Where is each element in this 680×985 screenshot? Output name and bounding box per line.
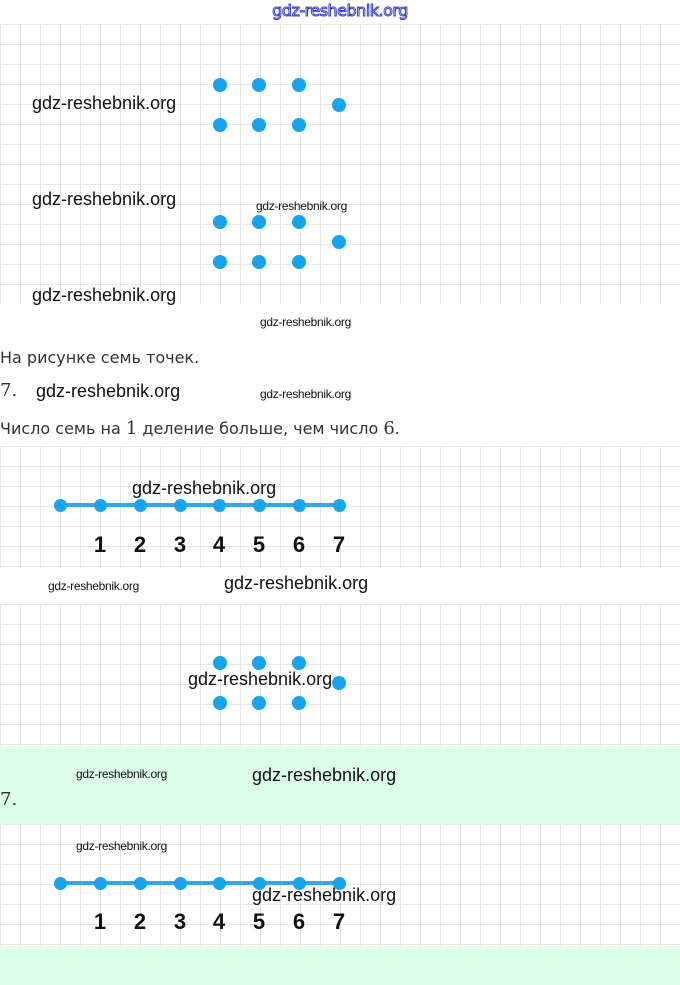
- watermark: gdz-reshebnik.org: [76, 839, 167, 853]
- dot: [292, 215, 306, 229]
- watermark: gdz-reshebnik.org: [252, 765, 397, 785]
- watermark: gdz-reshebnik.org: [132, 478, 277, 498]
- number-line-point: [93, 876, 107, 890]
- number-line-label: 4: [212, 909, 226, 934]
- grid-panel-dots: [0, 24, 680, 304]
- answer-panel: [0, 746, 680, 824]
- number-line-point: [292, 876, 306, 890]
- number-line-point: [332, 876, 346, 890]
- dot: [252, 656, 266, 670]
- watermark: gdz-reshebnik.org: [76, 767, 167, 781]
- dot: [213, 78, 227, 92]
- number-line-label: 3: [173, 532, 187, 557]
- explanation-prefix: Число семь на: [0, 419, 126, 438]
- number-line-label: 3: [173, 909, 187, 934]
- caption-text: На рисунке семь точек.: [0, 348, 200, 367]
- dot: [252, 118, 266, 132]
- number-line-label: 5: [252, 909, 266, 934]
- dot: [213, 118, 227, 132]
- number-line-label: 4: [212, 532, 226, 557]
- number-line-label: 1: [93, 532, 107, 557]
- explanation-suffix: .: [394, 419, 400, 438]
- dot: [213, 215, 227, 229]
- number-line-point: [133, 498, 147, 512]
- number-line-label: 2: [133, 532, 147, 557]
- dot: [252, 696, 266, 710]
- number-line-point: [173, 876, 187, 890]
- watermark: gdz-reshebnik.org: [32, 285, 177, 305]
- number-line-point: [212, 498, 226, 512]
- dot: [292, 656, 306, 670]
- answer-number: 7.: [0, 380, 18, 401]
- number-line-point: [133, 876, 147, 890]
- number-line-label: 5: [252, 532, 266, 557]
- number-line-label: 6: [292, 532, 306, 557]
- dot: [213, 656, 227, 670]
- number-line-point: [292, 498, 306, 512]
- dot: [252, 215, 266, 229]
- number-line-point: [332, 498, 346, 512]
- number-line-axis: [60, 503, 339, 507]
- grid-panel-dots-2: [0, 604, 680, 746]
- number-line-axis: [60, 881, 339, 885]
- number-line-label: 2: [133, 909, 147, 934]
- dot: [292, 696, 306, 710]
- dot: [292, 255, 306, 269]
- watermark: gdz-reshebnik.org: [48, 579, 139, 593]
- explanation-mid: деление больше, чем число: [137, 419, 384, 438]
- answer-number-2: 7.: [0, 789, 18, 810]
- explanation-text: Число семь на 1 деление больше, чем числ…: [0, 418, 400, 439]
- dot: [213, 255, 227, 269]
- number-line-point: [173, 498, 187, 512]
- explanation-num1: 1: [125, 418, 138, 439]
- watermark: gdz-reshebnik.org: [188, 669, 333, 689]
- number-line-label: 1: [93, 909, 107, 934]
- number-line-point: [252, 498, 266, 512]
- watermark: gdz-reshebnik.org: [260, 315, 351, 329]
- watermark: gdz-reshebnik.org: [260, 387, 351, 401]
- number-line-label: 7: [332, 909, 346, 934]
- dot: [292, 118, 306, 132]
- watermark: gdz-reshebnik.org: [32, 93, 177, 113]
- number-line-point: [212, 876, 226, 890]
- number-line-point: [53, 876, 67, 890]
- dot: [252, 78, 266, 92]
- watermark: gdz-reshebnik.org: [256, 199, 347, 213]
- explanation-num2: 6: [383, 418, 395, 439]
- dot: [292, 78, 306, 92]
- answer-panel-2: [0, 946, 680, 985]
- top-watermark[interactable]: gdz-reshebnik.org: [272, 1, 409, 21]
- watermark: gdz-reshebnik.org: [224, 573, 369, 593]
- watermark: gdz-reshebnik.org: [32, 189, 177, 209]
- number-line-point: [93, 498, 107, 512]
- number-line-point: [252, 876, 266, 890]
- dot: [332, 676, 346, 690]
- watermark: gdz-reshebnik.org: [36, 381, 181, 401]
- number-line-label: 6: [292, 909, 306, 934]
- dot: [332, 235, 346, 249]
- dot: [332, 98, 346, 112]
- dot: [213, 696, 227, 710]
- number-line-label: 7: [332, 532, 346, 557]
- dot: [252, 255, 266, 269]
- number-line-point: [53, 498, 67, 512]
- watermark: gdz-reshebnik.org: [252, 885, 397, 905]
